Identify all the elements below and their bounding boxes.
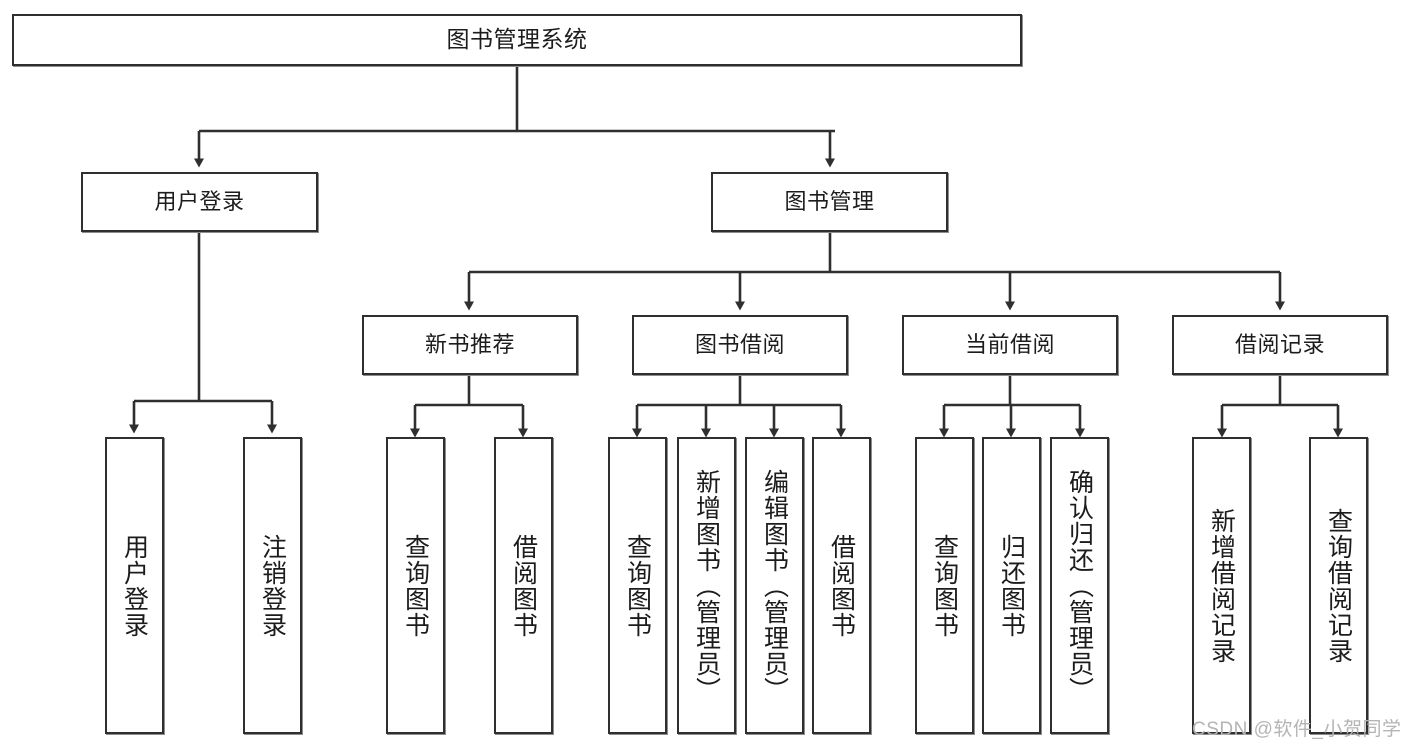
leaf-current-borrow-query[interactable]: 查询图书 <box>915 437 974 734</box>
leaf-label: 查询借阅记录 <box>1324 507 1353 664</box>
node-user-login[interactable]: 用户登录 <box>81 172 318 232</box>
node-new-book-recommend-label: 新书推荐 <box>424 331 515 357</box>
leaf-borrow-record-add[interactable]: 新增借阅记录 <box>1192 437 1251 734</box>
leaf-label: 归还图书 <box>997 533 1026 638</box>
leaf-book-borrow-add[interactable]: 新增图书（管理员） <box>677 437 736 734</box>
leaf-label: 查询图书 <box>401 533 430 638</box>
leaf-current-borrow-return[interactable]: 归还图书 <box>982 437 1041 734</box>
node-borrow-record[interactable]: 借阅记录 <box>1172 315 1388 375</box>
node-current-borrow-label: 当前借阅 <box>964 331 1055 357</box>
node-book-manage-label: 图书管理 <box>784 188 875 214</box>
leaf-book-borrow-query[interactable]: 查询图书 <box>608 437 667 734</box>
leaf-new-book-borrow[interactable]: 借阅图书 <box>494 437 553 734</box>
leaf-label: 编辑图书（管理员） <box>760 468 789 703</box>
node-book-manage[interactable]: 图书管理 <box>711 172 948 232</box>
leaf-label: 注销登录 <box>258 533 287 638</box>
node-borrow-record-label: 借阅记录 <box>1234 331 1325 357</box>
leaf-user-login-signout[interactable]: 注销登录 <box>243 437 302 734</box>
leaf-label: 查询图书 <box>930 533 959 638</box>
csdn-watermark: CSDN @软件_小贺同学 <box>1192 719 1402 740</box>
node-book-borrow[interactable]: 图书借阅 <box>632 315 848 375</box>
leaf-label: 确认归还（管理员） <box>1065 468 1094 703</box>
leaf-current-borrow-confirm[interactable]: 确认归还（管理员） <box>1050 437 1109 734</box>
node-root-system[interactable]: 图书管理系统 <box>12 14 1022 66</box>
node-book-borrow-label: 图书借阅 <box>694 331 785 357</box>
node-user-login-label: 用户登录 <box>154 188 245 214</box>
node-current-borrow[interactable]: 当前借阅 <box>902 315 1118 375</box>
leaf-label: 借阅图书 <box>509 533 538 638</box>
leaf-book-borrow-borrow[interactable]: 借阅图书 <box>812 437 871 734</box>
leaf-label: 查询图书 <box>623 533 652 638</box>
leaf-book-borrow-edit[interactable]: 编辑图书（管理员） <box>745 437 804 734</box>
leaf-label: 用户登录 <box>120 533 149 638</box>
leaf-borrow-record-query[interactable]: 查询借阅记录 <box>1309 437 1368 734</box>
leaf-new-book-query[interactable]: 查询图书 <box>386 437 445 734</box>
node-root-label: 图书管理系统 <box>446 26 588 53</box>
node-new-book-recommend[interactable]: 新书推荐 <box>362 315 578 375</box>
leaf-label: 新增借阅记录 <box>1207 507 1236 664</box>
leaf-user-login-signin[interactable]: 用户登录 <box>105 437 164 734</box>
leaf-label: 借阅图书 <box>827 533 856 638</box>
leaf-label: 新增图书（管理员） <box>692 468 721 703</box>
